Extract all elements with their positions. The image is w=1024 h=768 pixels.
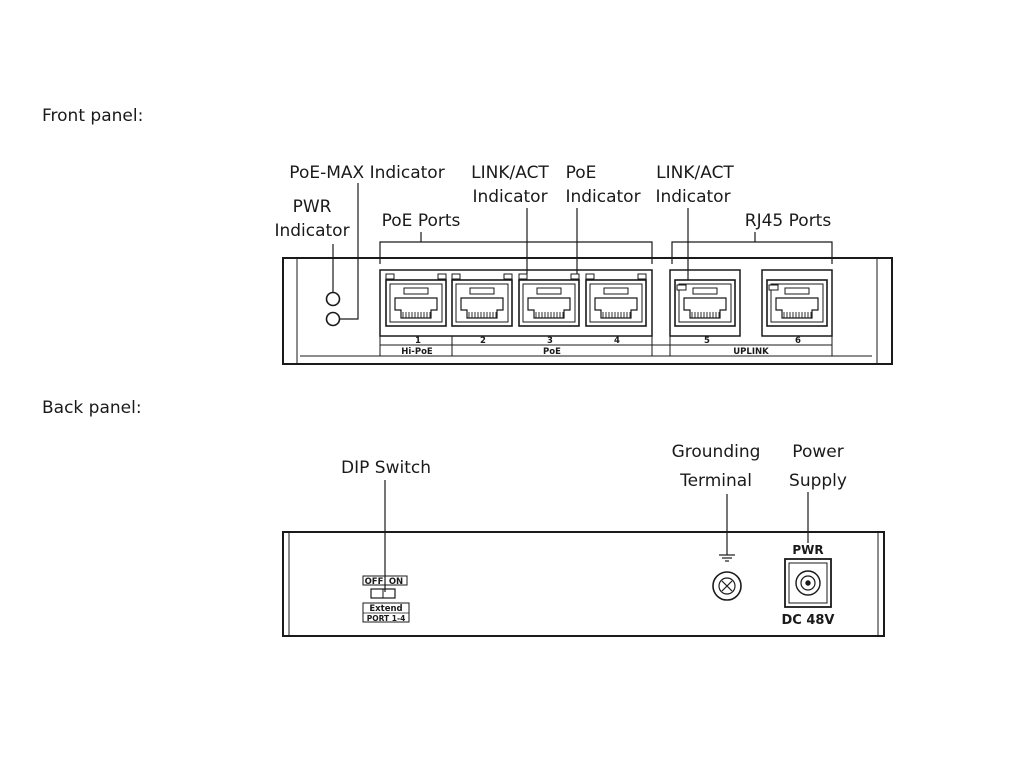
grounding-terminal (712, 546, 742, 601)
port-leds (385, 273, 779, 291)
pwr-indicator-label-line2: Indicator (274, 221, 349, 241)
pwr-back-label: PWR (792, 543, 823, 557)
port-4-jack (585, 279, 647, 327)
power-supply-label-line2: Supply (789, 471, 847, 491)
uplink-link-act-label-line2: Indicator (655, 187, 730, 207)
link-act-indicator-label-line1: LINK/ACT (471, 163, 549, 183)
poe-indicator-label-line2: Indicator (565, 187, 640, 207)
power-supply-label-line1: Power (792, 442, 843, 462)
back-panel-title: Back panel: (42, 398, 142, 418)
uplink-link-act-label-line1: LINK/ACT (656, 163, 734, 183)
back-panel (282, 531, 885, 637)
pwr-led (325, 291, 341, 307)
rj45-ports-label: RJ45 Ports (745, 211, 832, 231)
hi-poe-group-label: Hi-PoE (401, 347, 433, 357)
port-3-number: 3 (547, 336, 553, 346)
poe-max-indicator-label: PoE-MAX Indicator (289, 163, 444, 183)
port-4-number: 4 (614, 336, 620, 346)
uplink-group-label: UPLINK (733, 347, 769, 357)
front-panel-title: Front panel: (42, 106, 144, 126)
dip-port-range-label: PORT 1-4 (367, 614, 406, 623)
poe-max-led (325, 311, 341, 327)
dip-on-label: ON (389, 577, 403, 587)
port-2-jack (451, 279, 513, 327)
front-panel (282, 257, 893, 365)
dc-power-jack (784, 558, 832, 608)
port-6-number: 6 (795, 336, 801, 346)
poe-group-label: PoE (543, 347, 561, 357)
poe-ports-label: PoE Ports (382, 211, 461, 231)
dip-off-label: OFF (365, 577, 384, 587)
dip-switch-label: DIP Switch (341, 458, 431, 478)
port-3-jack (518, 279, 580, 327)
port-1-number: 1 (415, 336, 421, 346)
dip-extend-label: Extend (369, 604, 402, 614)
port-5-number: 5 (704, 336, 710, 346)
back-leader-lines (384, 480, 809, 592)
port-2-number: 2 (480, 336, 486, 346)
front-leader-lines (332, 183, 833, 320)
poe-port-block (379, 269, 653, 337)
link-act-indicator-label-line2: Indicator (472, 187, 547, 207)
grounding-terminal-label-line1: Grounding (672, 442, 761, 462)
pwr-indicator-label-line1: PWR (293, 197, 332, 217)
poe-indicator-label-line1: PoE (566, 163, 597, 183)
dc-48v-label: DC 48V (781, 613, 834, 628)
grounding-terminal-label-line2: Terminal (679, 471, 752, 491)
port-1-jack (385, 279, 447, 327)
